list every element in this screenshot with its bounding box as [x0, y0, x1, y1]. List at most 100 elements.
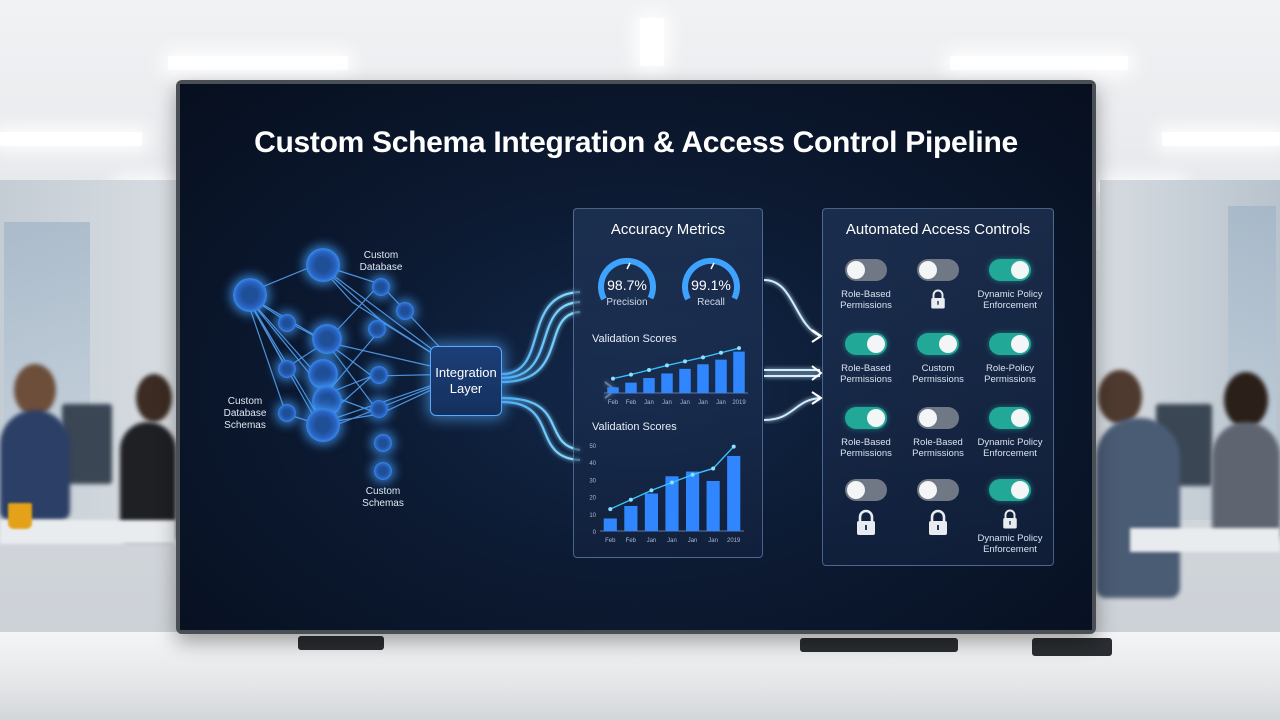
access-control-label: Role-Based Permissions: [912, 437, 964, 459]
access-toggle-on[interactable]: [989, 259, 1031, 281]
y-tick-label: 20: [589, 496, 596, 502]
x-tick-label: 2019: [732, 400, 746, 406]
access-control-label: Dynamic Policy Enforcement: [977, 437, 1043, 459]
toggle-knob: [939, 335, 957, 353]
chart-point: [737, 346, 741, 351]
access-controls-panel: Automated Access Controls Role-Based Per…: [822, 208, 1054, 566]
chart-point: [690, 472, 695, 477]
network-node[interactable]: [306, 408, 340, 442]
chart-bar: [727, 455, 741, 531]
chart-bar: [715, 359, 727, 393]
lock-icon: [931, 289, 945, 309]
y-tick-label: 50: [589, 444, 596, 450]
toggle-knob: [867, 409, 885, 427]
x-tick-label: Feb: [626, 538, 637, 544]
access-toggle-off[interactable]: [845, 479, 887, 501]
network-node[interactable]: [278, 404, 296, 422]
ceiling-light: [0, 132, 142, 146]
recall-value: 99.1%: [691, 277, 731, 293]
x-tick-label: Jan: [667, 538, 677, 544]
chart-bar: [624, 505, 638, 531]
source-node[interactable]: [233, 278, 267, 312]
network-node[interactable]: [370, 400, 388, 418]
access-toggle-on[interactable]: [917, 333, 959, 355]
network-node[interactable]: [278, 314, 296, 332]
chart-bar: [643, 378, 655, 393]
chart-2-title: Validation Scores: [592, 421, 677, 433]
access-control-label: Role-Policy Permissions: [984, 363, 1036, 385]
recall-gauge-arc: [682, 257, 740, 301]
access-toggle-on[interactable]: [989, 479, 1031, 501]
chart-point: [628, 497, 633, 502]
ceiling-light: [1162, 132, 1280, 146]
device-box: [1032, 638, 1112, 656]
access-toggle-off[interactable]: [917, 259, 959, 281]
y-tick-label: 30: [589, 478, 596, 484]
person: [1212, 422, 1280, 542]
y-tick-label: 0: [593, 530, 597, 536]
chart-bar: [625, 382, 637, 393]
integration-layer-label: Integration Layer: [435, 365, 497, 396]
lock-icon: [929, 509, 947, 535]
network-node[interactable]: [374, 462, 392, 480]
ceiling-light: [168, 56, 348, 70]
person-head: [1224, 372, 1268, 428]
x-tick-label: Jan: [644, 400, 654, 406]
x-tick-label: 2019: [727, 538, 741, 544]
x-tick-label: Jan: [680, 400, 690, 406]
x-tick-label: Feb: [626, 400, 637, 406]
chart-point: [629, 372, 633, 377]
precision-label: Precision: [606, 297, 648, 308]
x-tick-label: Jan: [647, 538, 657, 544]
network-node[interactable]: [374, 434, 392, 452]
network-node[interactable]: [308, 359, 338, 389]
person: [1096, 418, 1180, 598]
network-node[interactable]: [312, 324, 342, 354]
access-control-label: Dynamic Policy Enforcement: [977, 289, 1043, 311]
access-toggle-off[interactable]: [917, 407, 959, 429]
toggle-knob: [919, 409, 937, 427]
ceiling-light: [640, 18, 664, 66]
chart-point: [701, 355, 705, 360]
precision-gauge: 98.7% Precision: [594, 255, 660, 321]
network-node[interactable]: [396, 302, 414, 320]
precision-value: 98.7%: [607, 277, 647, 293]
ceiling-light: [950, 56, 1128, 70]
chart-bar: [661, 373, 673, 393]
network-node[interactable]: [306, 248, 340, 282]
access-toggle-on[interactable]: [989, 333, 1031, 355]
access-toggle-on[interactable]: [845, 333, 887, 355]
accuracy-panel-title: Accuracy Metrics: [610, 221, 726, 238]
x-tick-label: Jan: [708, 538, 718, 544]
chart-bar: [733, 351, 745, 393]
person: [0, 410, 70, 520]
toggle-knob: [1011, 335, 1029, 353]
network-node[interactable]: [278, 360, 296, 378]
toggle-knob: [1011, 409, 1029, 427]
display-monitor: Custom Schema Integration & Access Contr…: [176, 80, 1096, 634]
x-tick-label: Feb: [608, 400, 619, 406]
label-database-schemas: Custom Database Schemas: [223, 396, 267, 431]
access-toggle-off[interactable]: [845, 259, 887, 281]
access-toggle-on[interactable]: [989, 407, 1031, 429]
network-node[interactable]: [372, 278, 390, 296]
toggle-knob: [919, 481, 937, 499]
access-toggle-on[interactable]: [845, 407, 887, 429]
chart-bar: [685, 471, 700, 531]
network-node[interactable]: [368, 320, 386, 338]
toggle-knob: [847, 261, 865, 279]
chart-point: [670, 480, 674, 485]
page-title: Custom Schema Integration & Access Contr…: [254, 126, 1018, 159]
x-tick-label: Feb: [605, 538, 616, 544]
access-toggle-off[interactable]: [917, 479, 959, 501]
integration-layer[interactable]: Integration Layer: [430, 346, 502, 416]
access-control-label: Role-Based Permissions: [840, 437, 892, 459]
chart-bar: [665, 476, 679, 531]
access-panel-title: Automated Access Controls: [845, 221, 1031, 238]
chart-trend-line: [612, 347, 740, 380]
chart-point: [649, 488, 654, 493]
chart-1-title: Validation Scores: [592, 333, 677, 345]
network-node[interactable]: [370, 366, 388, 384]
recall-label: Recall: [697, 297, 725, 308]
toggle-knob: [1011, 481, 1029, 499]
